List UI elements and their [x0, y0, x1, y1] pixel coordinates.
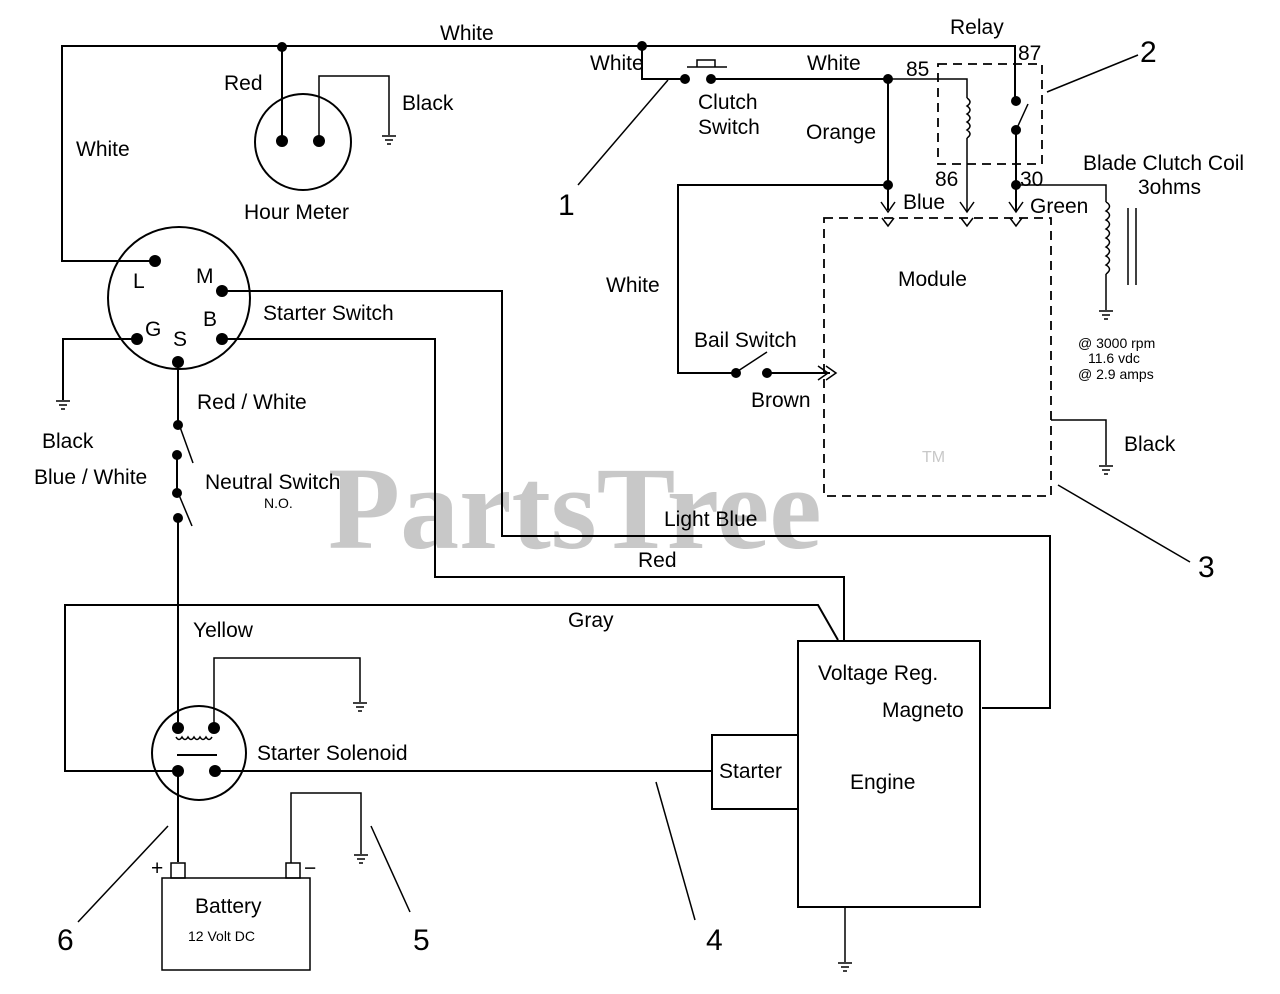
callout-5: 5 [413, 924, 430, 957]
starter-terminal-b: B [203, 308, 217, 331]
label-battery: Battery [195, 895, 262, 918]
label-coil-resistance: 3ohms [1138, 176, 1201, 199]
label-red-hour-meter: Red [224, 72, 263, 95]
label-relay: Relay [950, 16, 1004, 39]
label-white-clutch-out: White [807, 52, 861, 75]
starter-switch [61, 226, 1051, 709]
relay-terminal-85: 85 [906, 58, 929, 81]
label-white-top: White [440, 22, 494, 45]
label-hour-meter: Hour Meter [244, 201, 349, 224]
label-neutral-switch: Neutral Switch [205, 471, 340, 494]
label-black-module: Black [1124, 433, 1176, 456]
ground-icon [382, 135, 396, 145]
label-blue: Blue [903, 191, 945, 214]
module-box [823, 217, 1052, 497]
battery [161, 792, 362, 971]
label-red-engine: Red [638, 549, 677, 572]
bail-switch [677, 184, 888, 381]
wire-white-top [61, 41, 1016, 258]
battery-plus: + [151, 857, 163, 880]
label-module: Module [898, 268, 967, 291]
wire-orange-blue [880, 79, 896, 214]
relay [888, 63, 1043, 214]
label-neutral-no: N.O. [264, 495, 293, 511]
coil-spec-rpm: @ 3000 rpm [1078, 335, 1155, 351]
callout-1: 1 [558, 189, 575, 222]
coil-spec-current: @ 2.9 amps [1078, 366, 1154, 382]
label-brown: Brown [751, 389, 811, 412]
starter-terminal-l: L [133, 270, 145, 293]
label-clutch-switch-2: Switch [698, 116, 760, 139]
wire-gray [64, 604, 839, 772]
starter-terminal-s: S [173, 328, 187, 351]
label-red-white: Red / White [197, 391, 307, 414]
relay-terminal-86: 86 [935, 168, 958, 191]
label-battery-rating: 12 Volt DC [188, 928, 255, 944]
label-starter-solenoid: Starter Solenoid [257, 742, 408, 765]
ground-icon [838, 962, 852, 972]
starter-solenoid [151, 657, 712, 862]
callout-2: 2 [1140, 36, 1157, 69]
starter-terminal-m: M [196, 265, 214, 288]
ground-icon [1099, 465, 1113, 475]
callout-6: 6 [57, 924, 74, 957]
label-blade-clutch-coil: Blade Clutch Coil [1083, 152, 1244, 175]
wire-black-module [1051, 419, 1107, 465]
clutch-switch [641, 46, 893, 84]
watermark: PartsTree [328, 443, 822, 574]
ground-icon [354, 854, 368, 864]
ground-icon [56, 400, 70, 410]
blade-clutch-coil [1016, 184, 1137, 310]
engine [711, 640, 981, 962]
label-light-blue: Light Blue [664, 508, 757, 531]
callout-3: 3 [1198, 551, 1215, 584]
label-gray: Gray [568, 609, 614, 632]
label-green: Green [1030, 195, 1088, 218]
label-white-bail: White [606, 274, 660, 297]
starter-terminal-g: G [145, 318, 161, 341]
label-yellow: Yellow [193, 619, 254, 642]
callout-4: 4 [706, 924, 723, 957]
label-magneto: Magneto [882, 699, 964, 722]
callout-leaders [77, 54, 1191, 923]
coil-spec-voltage: 11.6 vdc [1088, 350, 1140, 366]
label-starter-switch: Starter Switch [263, 302, 394, 325]
label-clutch-switch-1: Clutch [698, 91, 758, 114]
ground-icon [353, 702, 367, 712]
battery-minus: − [304, 857, 316, 880]
label-bail-switch: Bail Switch [694, 329, 797, 352]
label-orange: Orange [806, 121, 876, 144]
label-voltage-reg: Voltage Reg. [818, 662, 938, 685]
hour-meter [254, 47, 390, 191]
relay-terminal-30: 30 [1020, 168, 1043, 191]
label-white-clutch-in: White [590, 52, 644, 75]
label-black-ground: Black [42, 430, 94, 453]
label-engine: Engine [850, 771, 915, 794]
watermark-trademark: TM [922, 449, 945, 466]
relay-terminal-87: 87 [1018, 42, 1041, 65]
neutral-switch [172, 362, 194, 722]
ground-icon [1099, 310, 1113, 320]
label-blue-white: Blue / White [34, 466, 147, 489]
label-starter: Starter [719, 760, 782, 783]
label-black-hour-meter: Black [402, 92, 454, 115]
label-white-left: White [76, 138, 130, 161]
